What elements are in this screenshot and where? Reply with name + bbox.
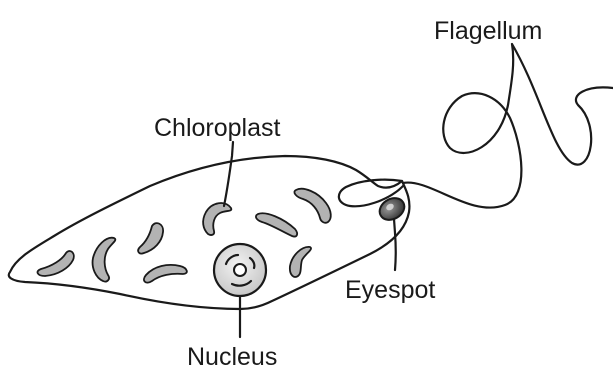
nucleus-label: Nucleus bbox=[187, 343, 277, 371]
chloroplast-shape bbox=[203, 203, 231, 235]
chloroplast-shape bbox=[294, 189, 330, 223]
flagellum bbox=[403, 44, 613, 208]
chloroplast-shape bbox=[138, 223, 163, 253]
chloroplast-leader bbox=[224, 142, 233, 206]
chloroplast-shape bbox=[38, 251, 74, 276]
nucleolus bbox=[234, 264, 246, 276]
eyespot bbox=[376, 194, 409, 224]
chloroplast-label: Chloroplast bbox=[154, 114, 281, 142]
nucleus bbox=[214, 244, 266, 296]
flagellum-label: Flagellum bbox=[434, 17, 542, 45]
chloroplast-shape bbox=[256, 213, 297, 236]
eyespot-leader bbox=[394, 219, 396, 270]
chloroplast-shape bbox=[93, 238, 116, 282]
eyespot-label: Eyespot bbox=[345, 276, 435, 304]
chloroplasts bbox=[38, 189, 331, 283]
chloroplast-shape bbox=[290, 247, 311, 277]
chloroplast-shape bbox=[144, 265, 187, 283]
